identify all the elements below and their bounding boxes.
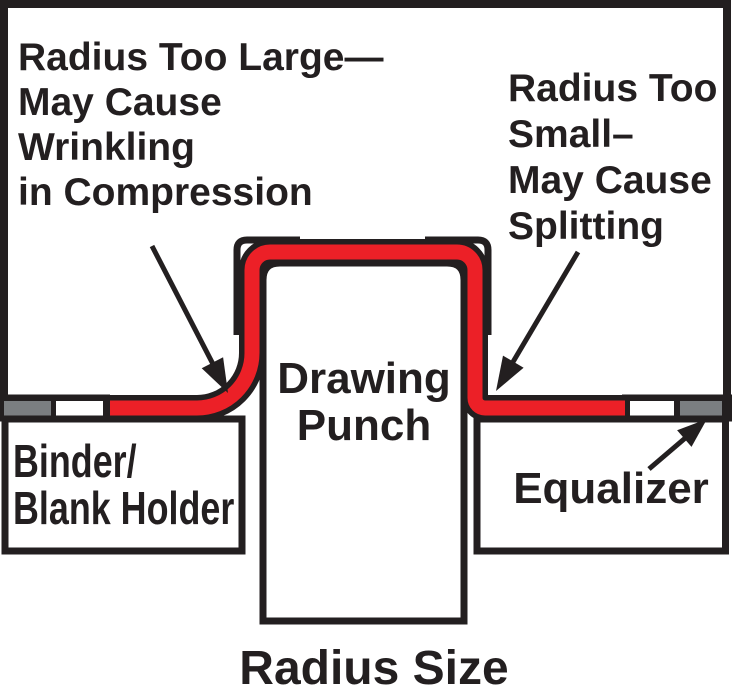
binder-label: Binder/ Blank Holder (13, 438, 234, 532)
arrow-radius-small (496, 250, 581, 391)
punch-label-line: Drawing (277, 354, 451, 403)
annotation-line: in Compression (18, 171, 313, 214)
annotation-line: Small– (508, 113, 634, 156)
sheet-metal-path (110, 244, 625, 416)
die-corner-right (425, 236, 492, 335)
arrow-radius-large-head (201, 357, 228, 393)
white-gap-block-right (630, 401, 674, 416)
binder-box (1, 415, 246, 555)
annotation-line: Wrinkling (18, 126, 195, 169)
arrow-radius-small-head (496, 355, 524, 391)
diagram-caption: Radius Size (239, 642, 509, 695)
arrow-radius-small-line (507, 250, 581, 369)
annotation-line: May Cause (18, 81, 222, 124)
punch-label-line: Punch (296, 401, 432, 450)
gray-equalizer-block-right (680, 401, 722, 416)
punch-label: Drawing Punch (267, 355, 461, 449)
arrow-radius-large (149, 244, 228, 393)
die-frame-border (0, 0, 731, 421)
white-gap-block-left (56, 401, 103, 416)
arrow-radius-large-line (149, 244, 218, 370)
binder-label-line: Binder/ (13, 435, 137, 487)
die-corner-left (233, 236, 300, 335)
equalizer-label: Equalizer (513, 464, 709, 513)
arrow-equalizer (647, 419, 707, 471)
punch-box (259, 259, 468, 625)
annotation-line: Radius Too Large— (18, 36, 384, 79)
annotation-radius-too-small: Radius Too Small– May Cause Splitting (508, 66, 717, 250)
annotation-line: May Cause (508, 159, 712, 202)
annotation-radius-too-large: Radius Too Large— May Cause Wrinkling in… (18, 35, 383, 215)
arrow-equalizer-line (647, 432, 692, 471)
annotation-line: Radius Too (508, 67, 718, 110)
annotation-line: Splitting (508, 205, 664, 248)
gray-equalizer-block-left (4, 401, 51, 416)
binder-label-line: Blank Holder (13, 482, 235, 534)
arrow-equalizer-head (677, 419, 707, 447)
